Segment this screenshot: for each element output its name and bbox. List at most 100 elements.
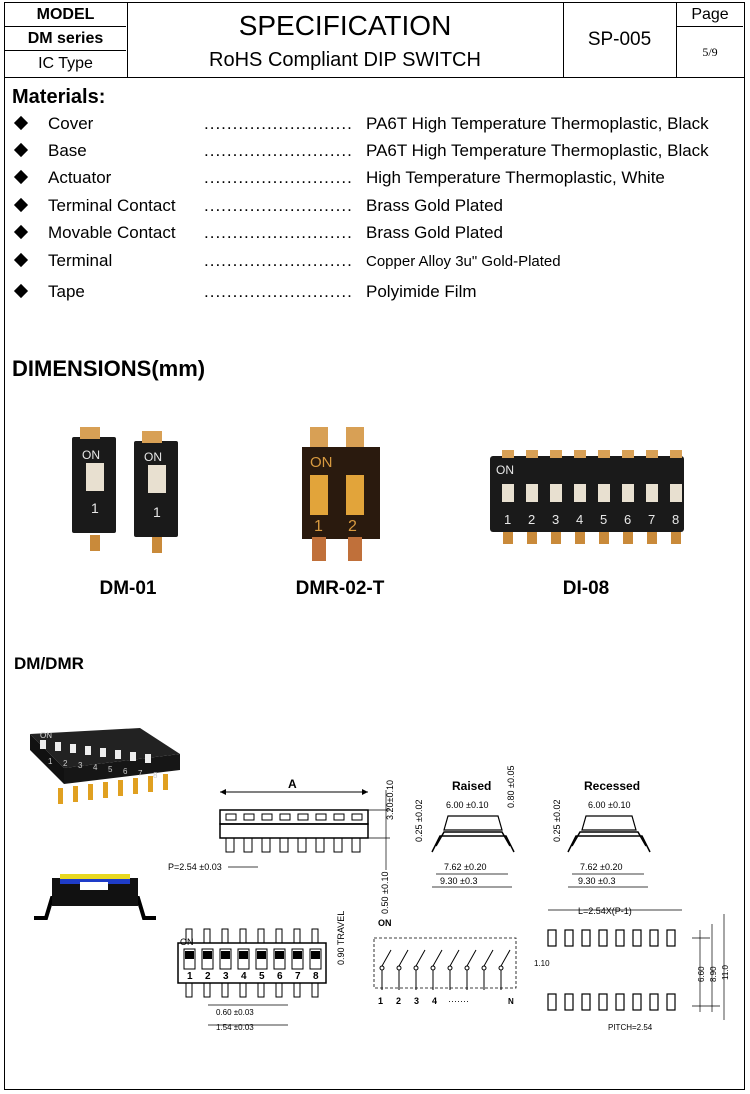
terminal-pin xyxy=(297,837,307,853)
key-outline xyxy=(261,813,273,821)
terminal-pin xyxy=(239,982,247,998)
diamond-bullet-icon xyxy=(13,115,29,131)
schem-number: 1 xyxy=(378,996,383,1006)
switch-lever xyxy=(398,949,409,967)
leader-dots: .......................... xyxy=(204,196,353,215)
raised-profile-drawing: Raised 0.80 ±0.05 0.25 ±0.02 6.00 ±0.10 … xyxy=(414,766,516,888)
schematic-drawing: ON 1 2 3 4 ······· N xyxy=(373,918,517,1006)
pcb-pad xyxy=(547,929,557,947)
switch-number: 8 xyxy=(313,971,319,982)
switch-contact xyxy=(498,965,504,971)
on-label: ON xyxy=(378,918,392,928)
leader-dots: .......................... xyxy=(204,223,353,242)
key-outline xyxy=(333,813,345,821)
leader-dots: .......................... xyxy=(204,168,353,187)
pcb-pad xyxy=(615,993,625,1011)
switch-lever xyxy=(381,949,392,967)
recessed-profile-drawing: Recessed 0.25 ±0.02 6.00 ±0.10 7.62 ±0.2… xyxy=(552,779,651,888)
material-value: Copper Alloy 3u" Gold-Plated xyxy=(366,253,561,270)
diamond-bullet-icon xyxy=(13,142,29,158)
actuator xyxy=(203,951,212,959)
switch-number: 1 xyxy=(153,504,161,520)
key-outline xyxy=(225,813,237,821)
switch-number: 6 xyxy=(123,767,128,776)
terminal-pin xyxy=(118,780,123,796)
page-number: 5/9 xyxy=(702,45,718,59)
switch-number: 5 xyxy=(108,765,113,774)
pcb-pad xyxy=(598,929,608,947)
terminal-pin xyxy=(163,774,168,790)
key-outline xyxy=(219,948,232,970)
switch-number: 2 xyxy=(205,971,211,982)
pitch-label: P=2.54 ±0.03 xyxy=(168,862,222,872)
key-outline xyxy=(201,948,214,970)
switch-number: 6 xyxy=(277,971,283,982)
actuator xyxy=(239,951,248,959)
on-label: ON xyxy=(144,450,162,464)
switch-number: 5 xyxy=(600,512,607,527)
terminal-pin xyxy=(58,788,63,804)
raised-080-label: 0.80 ±0.05 xyxy=(506,766,516,808)
terminal-pin xyxy=(574,450,586,458)
switch-number: 8 xyxy=(672,512,679,527)
switch-number: 2 xyxy=(348,518,357,535)
key-outline xyxy=(273,948,286,970)
spec-header: MODEL DM series IC Type SPECIFICATION Ro… xyxy=(4,2,745,78)
model-label: MODEL xyxy=(5,3,126,27)
switch-number: 2 xyxy=(63,759,68,768)
actuator xyxy=(574,484,586,502)
terminal-pin xyxy=(311,982,319,998)
material-value: Brass Gold Plated xyxy=(366,223,504,242)
product-caption: DI-08 xyxy=(562,578,610,599)
terminal-pin xyxy=(550,450,562,458)
actuator xyxy=(670,484,682,502)
terminal-pin xyxy=(646,450,658,458)
switch-contact xyxy=(430,965,436,971)
terminal-pin xyxy=(647,532,657,544)
switch-number: 1 xyxy=(48,757,53,766)
actuator xyxy=(100,748,106,757)
schem-number: 3 xyxy=(414,996,419,1006)
actuator xyxy=(622,484,634,502)
switch-contact xyxy=(413,965,419,971)
terminal-pin xyxy=(551,532,561,544)
switch-number: 1 xyxy=(91,500,99,516)
material-row: Base..........................PA6T High … xyxy=(13,141,736,163)
on-label: ON xyxy=(310,454,333,471)
product-caption: DM-01 xyxy=(99,578,157,599)
pcb-pitch-label: PITCH=2.54 xyxy=(608,1023,653,1032)
material-value: PA6T High Temperature Thermoplastic, Bla… xyxy=(366,141,709,160)
material-row: Cover..........................PA6T High… xyxy=(13,114,736,136)
switch-number: 5 xyxy=(259,971,265,982)
terminal-pin xyxy=(279,837,289,853)
page-label: Page xyxy=(677,3,743,27)
pcb-pad xyxy=(666,993,676,1011)
terminal-pin xyxy=(622,450,634,458)
actuator xyxy=(293,951,302,959)
material-name: Actuator xyxy=(48,168,112,187)
schem-n: N xyxy=(508,997,514,1006)
dm-dmr-heading: DM/DMR xyxy=(14,654,84,673)
pcb-pad xyxy=(598,993,608,1011)
switch-contact xyxy=(481,965,487,971)
switch-lever xyxy=(432,949,443,967)
key-outline xyxy=(279,813,291,821)
material-name: Terminal xyxy=(48,251,113,270)
terminal-pin xyxy=(88,784,93,800)
materials-heading: Materials: xyxy=(12,86,106,108)
material-value: High Temperature Thermoplastic, White xyxy=(366,168,665,187)
terminal-pin xyxy=(333,837,343,853)
diamond-bullet-icon xyxy=(13,283,29,299)
pcb-l-label: L=2.54X(P-1) xyxy=(578,906,632,916)
w-154-label: 1.54 ±0.03 xyxy=(216,1023,254,1032)
terminal-pin xyxy=(185,928,193,944)
switch-lever xyxy=(483,949,494,967)
diamond-bullet-icon xyxy=(13,197,29,213)
cross-section-drawing xyxy=(34,874,156,920)
dimensions-heading: DIMENSIONS(mm) xyxy=(12,356,206,381)
actuator xyxy=(311,951,320,959)
key-outline xyxy=(255,948,268,970)
on-label: ON xyxy=(82,448,100,462)
terminal-pin xyxy=(257,982,265,998)
actuator xyxy=(55,742,61,751)
